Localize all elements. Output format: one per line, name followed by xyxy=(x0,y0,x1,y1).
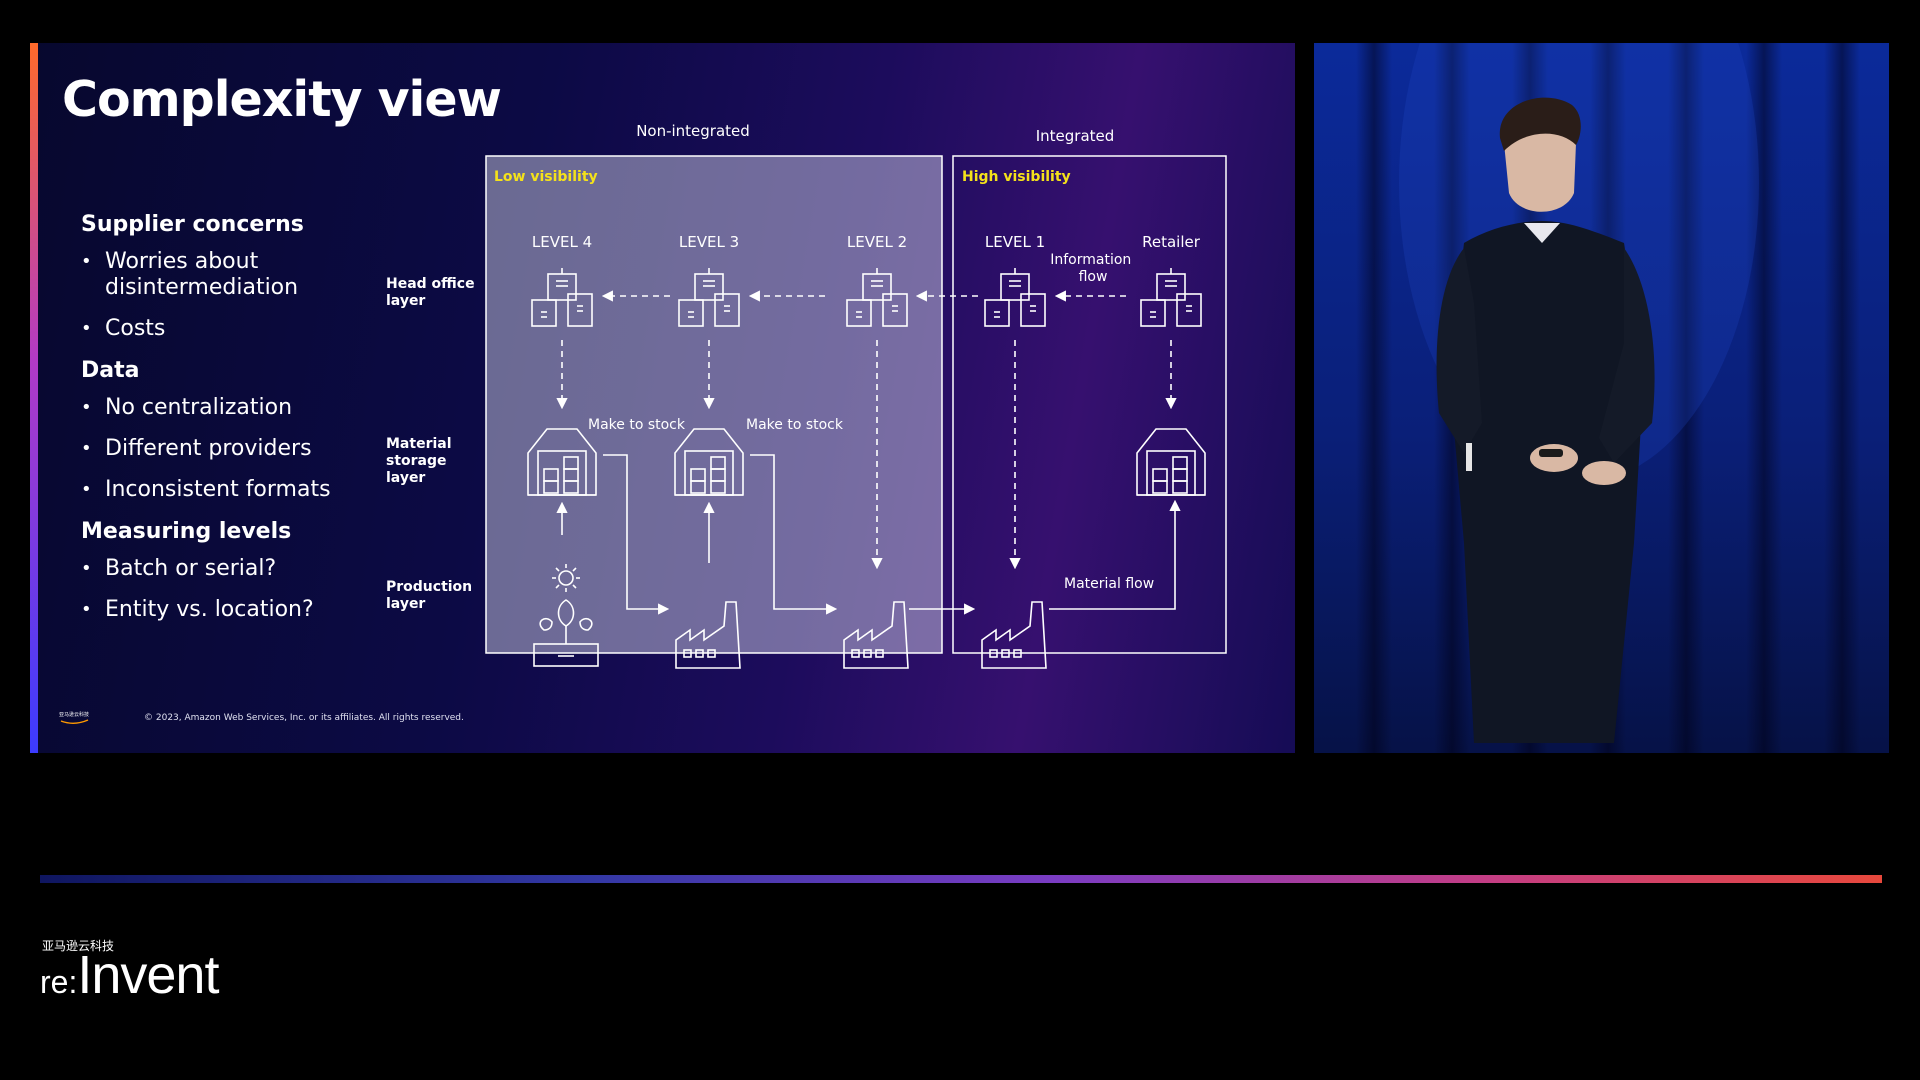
level-4-label: LEVEL 4 xyxy=(532,233,592,251)
reinvent-logo: re:Invent xyxy=(40,944,218,1006)
level-1-office-icon xyxy=(985,268,1045,326)
retailer-office-icon xyxy=(1141,268,1201,326)
level-1-factory-icon xyxy=(982,602,1046,668)
aws-china-logo: 亚马逊云科技 xyxy=(58,710,100,726)
gradient-divider xyxy=(40,875,1882,883)
level-3-label: LEVEL 3 xyxy=(679,233,739,251)
svg-text:亚马逊云科技: 亚马逊云科技 xyxy=(59,711,89,718)
speaker-figure xyxy=(1314,43,1889,753)
material-storage-layer-label: Material storage layer xyxy=(386,436,456,486)
presentation-slide: Complexity view Supplier concerns Worrie… xyxy=(30,43,1295,753)
head-office-layer-label: Head office layer xyxy=(386,276,479,309)
make-to-stock-label-1: Make to stock xyxy=(588,417,686,433)
production-layer-label: Production layer xyxy=(386,579,477,612)
speaker-video-panel xyxy=(1314,43,1889,753)
retailer-label: Retailer xyxy=(1142,233,1201,251)
non-integrated-label: Non-integrated xyxy=(636,122,750,140)
supply-chain-diagram: Non-integrated Integrated Low visibility… xyxy=(30,43,1295,753)
make-to-stock-label-2: Make to stock xyxy=(746,417,844,433)
low-visibility-label: Low visibility xyxy=(494,169,598,185)
retailer-warehouse-icon xyxy=(1137,429,1205,495)
high-visibility-label: High visibility xyxy=(962,169,1071,185)
material-flow-label: Material flow xyxy=(1064,576,1154,592)
level-1-label: LEVEL 1 xyxy=(985,233,1045,251)
copyright-text: © 2023, Amazon Web Services, Inc. or its… xyxy=(144,713,464,723)
level-2-label: LEVEL 2 xyxy=(847,233,907,251)
information-flow-label: Information flow xyxy=(1050,252,1136,285)
integrated-label: Integrated xyxy=(1036,127,1115,145)
